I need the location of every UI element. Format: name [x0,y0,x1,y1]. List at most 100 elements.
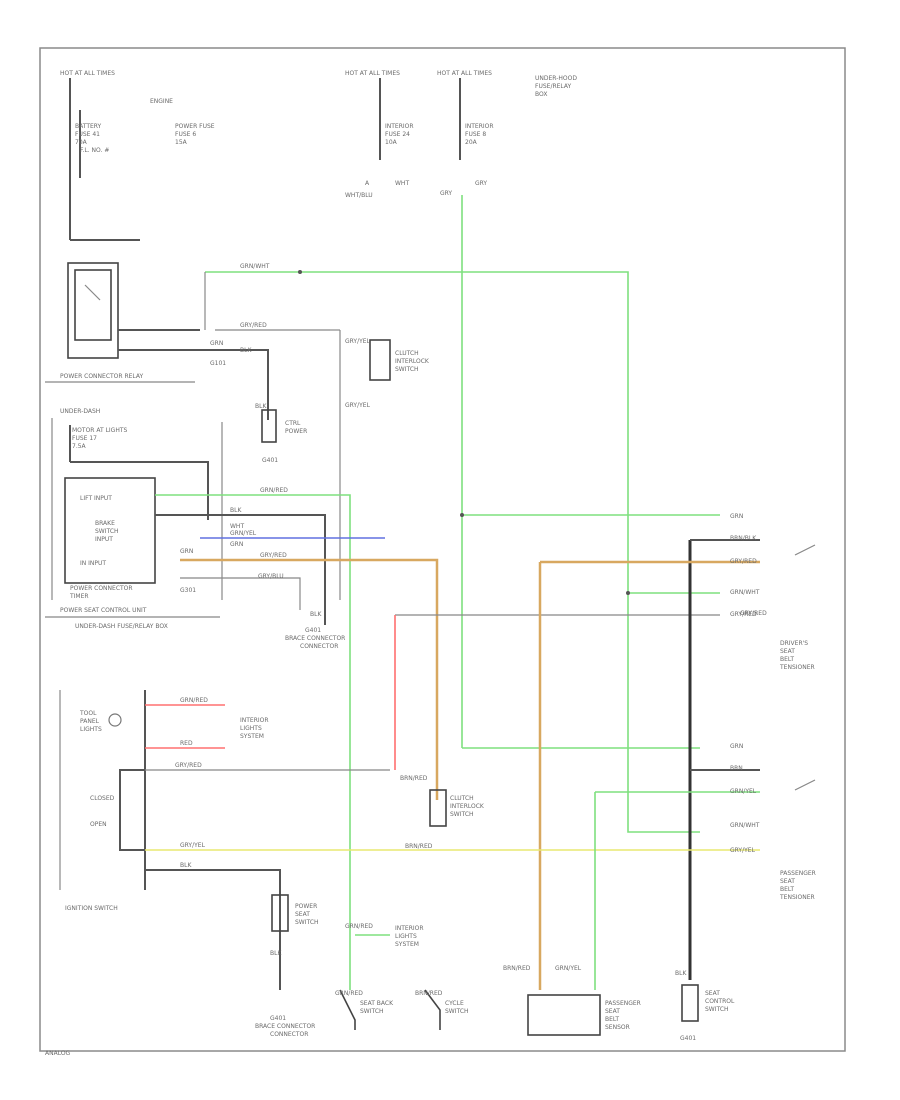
svg-text:GRY/YEL: GRY/YEL [730,847,756,854]
svg-text:GRN: GRN [730,743,743,750]
svg-text:BRACE CONNECTOR: BRACE CONNECTOR [255,1023,315,1030]
svg-text:PASSENGER: PASSENGER [605,1000,641,1007]
svg-text:20A: 20A [465,139,478,146]
relay-middle: GRY/YEL CLUTCH INTERLOCK SWITCH GRY/YEL [339,330,430,600]
svg-text:SWITCH: SWITCH [395,366,419,373]
svg-text:FUSE 6: FUSE 6 [175,131,196,138]
svg-text:INPUT: INPUT [95,536,113,543]
svg-text:INTERIOR: INTERIOR [395,925,424,932]
svg-text:BRN/RED: BRN/RED [405,843,433,850]
svg-text:ANALOG: ANALOG [45,1050,71,1057]
svg-text:POWER: POWER [285,428,307,435]
svg-text:SWITCH: SWITCH [360,1008,384,1015]
svg-text:BELT: BELT [780,886,794,893]
svg-text:GRN/WHT: GRN/WHT [730,589,760,596]
svg-text:SEAT: SEAT [780,878,795,885]
svg-text:SWITCH: SWITCH [450,811,474,818]
svg-text:BRAKE: BRAKE [95,520,115,527]
svg-text:CONNECTOR: CONNECTOR [300,643,338,650]
svg-text:POWER FUSE: POWER FUSE [175,123,215,130]
svg-text:LIGHTS: LIGHTS [395,933,417,940]
svg-text:G401: G401 [262,457,278,464]
svg-text:SWITCH: SWITCH [295,919,319,926]
svg-text:GRY/BLU: GRY/BLU [258,573,284,580]
svg-text:CYCLE: CYCLE [445,1000,464,1007]
svg-text:WHT: WHT [230,523,244,530]
svg-text:TENSIONER: TENSIONER [779,894,815,901]
svg-text:SEAT: SEAT [295,911,310,918]
svg-text:GRN/YEL: GRN/YEL [555,965,582,972]
svg-text:BLK: BLK [270,950,282,957]
svg-text:G401: G401 [305,627,321,634]
control-unit: UNDER-DASH MOTOR AT LIGHTS FUSE 17 7.5A … [45,408,223,630]
svg-text:CLOSED: CLOSED [90,795,115,802]
svg-text:INTERLOCK: INTERLOCK [450,803,485,810]
svg-text:SEAT: SEAT [780,648,795,655]
svg-text:GRY/RED: GRY/RED [175,762,202,769]
svg-text:GRN/YEL: GRN/YEL [230,530,257,537]
svg-text:FUSE 24: FUSE 24 [385,131,410,138]
svg-text:GRN: GRN [230,541,243,548]
diagram-frame [39,47,846,1052]
svg-text:BELT: BELT [780,656,794,663]
svg-text:CTRL: CTRL [285,420,301,427]
svg-text:7.5A: 7.5A [72,443,87,450]
svg-text:PASSENGER: PASSENGER [780,870,816,877]
svg-text:GRY/RED: GRY/RED [260,552,287,559]
svg-text:LIFT INPUT: LIFT INPUT [80,495,112,502]
svg-text:POWER CONNECTOR: POWER CONNECTOR [70,585,133,592]
svg-text:BLK: BLK [310,611,322,618]
right-lower-components: GRN BRN GRN/YEL GRN/WHT GRY/YEL PASSENGE… [503,743,816,1042]
svg-text:ENGINE: ENGINE [150,98,173,105]
svg-text:BLK: BLK [230,507,242,514]
svg-text:BLK: BLK [255,403,267,410]
svg-text:GRN: GRN [210,340,223,347]
svg-text:FUSE 17: FUSE 17 [72,435,97,442]
svg-text:GRY/YEL: GRY/YEL [345,338,371,345]
svg-text:POWER CONNECTOR RELAY: POWER CONNECTOR RELAY [60,373,144,380]
svg-text:G301: G301 [180,587,196,594]
svg-text:BRN/RED: BRN/RED [503,965,531,972]
right-switch-top: GRN BRN/BLK GRY/RED GRN/WHT GRY/RED DRIV… [538,513,816,990]
fuse-block-left: HOT AT ALL TIMES BATTERY FUSE 41 70A F.L… [60,70,215,241]
svg-text:FUSE/RELAY: FUSE/RELAY [535,83,572,90]
svg-text:BLK: BLK [675,970,687,977]
svg-text:15A: 15A [175,139,188,146]
svg-text:70A: 70A [75,139,88,146]
svg-text:BOX: BOX [535,91,547,98]
green-wire-top: GRN/WHT [205,195,720,833]
svg-text:GRY/RED: GRY/RED [740,610,767,617]
svg-text:GRN/RED: GRN/RED [345,923,373,930]
svg-text:F.L. NO. #: F.L. NO. # [80,147,109,154]
svg-text:FUSE 41: FUSE 41 [75,131,100,138]
svg-text:GRY: GRY [475,180,487,187]
svg-text:SWITCH: SWITCH [445,1008,469,1015]
lower-middle-switches: BRN/RED CLUTCH INTERLOCK SWITCH BRN/RED … [335,775,485,1030]
svg-text:GRY/RED: GRY/RED [240,322,267,329]
svg-text:GRY: GRY [440,190,452,197]
svg-text:SEAT BACK: SEAT BACK [360,1000,394,1007]
svg-text:INTERIOR: INTERIOR [240,717,269,724]
svg-text:A: A [365,180,370,187]
svg-text:CLUTCH: CLUTCH [395,350,419,357]
svg-text:INTERLOCK: INTERLOCK [395,358,430,365]
gray-wire-mid: GRY/RED [394,610,767,770]
svg-text:BLK: BLK [180,862,192,869]
svg-text:BRN/RED: BRN/RED [400,775,428,782]
svg-text:GRN/RED: GRN/RED [180,697,208,704]
svg-text:PANEL: PANEL [80,718,100,725]
svg-text:DRIVER'S: DRIVER'S [780,640,808,647]
svg-text:WHT: WHT [395,180,409,187]
svg-text:GRN/WHT: GRN/WHT [240,263,270,270]
svg-text:MOTOR AT LIGHTS: MOTOR AT LIGHTS [72,427,128,434]
svg-text:LIGHTS: LIGHTS [240,725,262,732]
svg-text:TENSIONER: TENSIONER [779,664,815,671]
svg-text:BRN/BLK: BRN/BLK [730,535,757,542]
control-unit-wires: GRN/RED BLK GRN/YEL GRY/RED GRY/BLU WHT … [155,487,439,990]
svg-text:GRY/YEL: GRY/YEL [345,402,371,409]
svg-text:RED: RED [180,740,193,747]
svg-text:UNDER-DASH: UNDER-DASH [60,408,100,415]
svg-text:HOT AT ALL TIMES: HOT AT ALL TIMES [437,70,492,77]
svg-text:UNDER-HOOD: UNDER-HOOD [535,75,577,82]
